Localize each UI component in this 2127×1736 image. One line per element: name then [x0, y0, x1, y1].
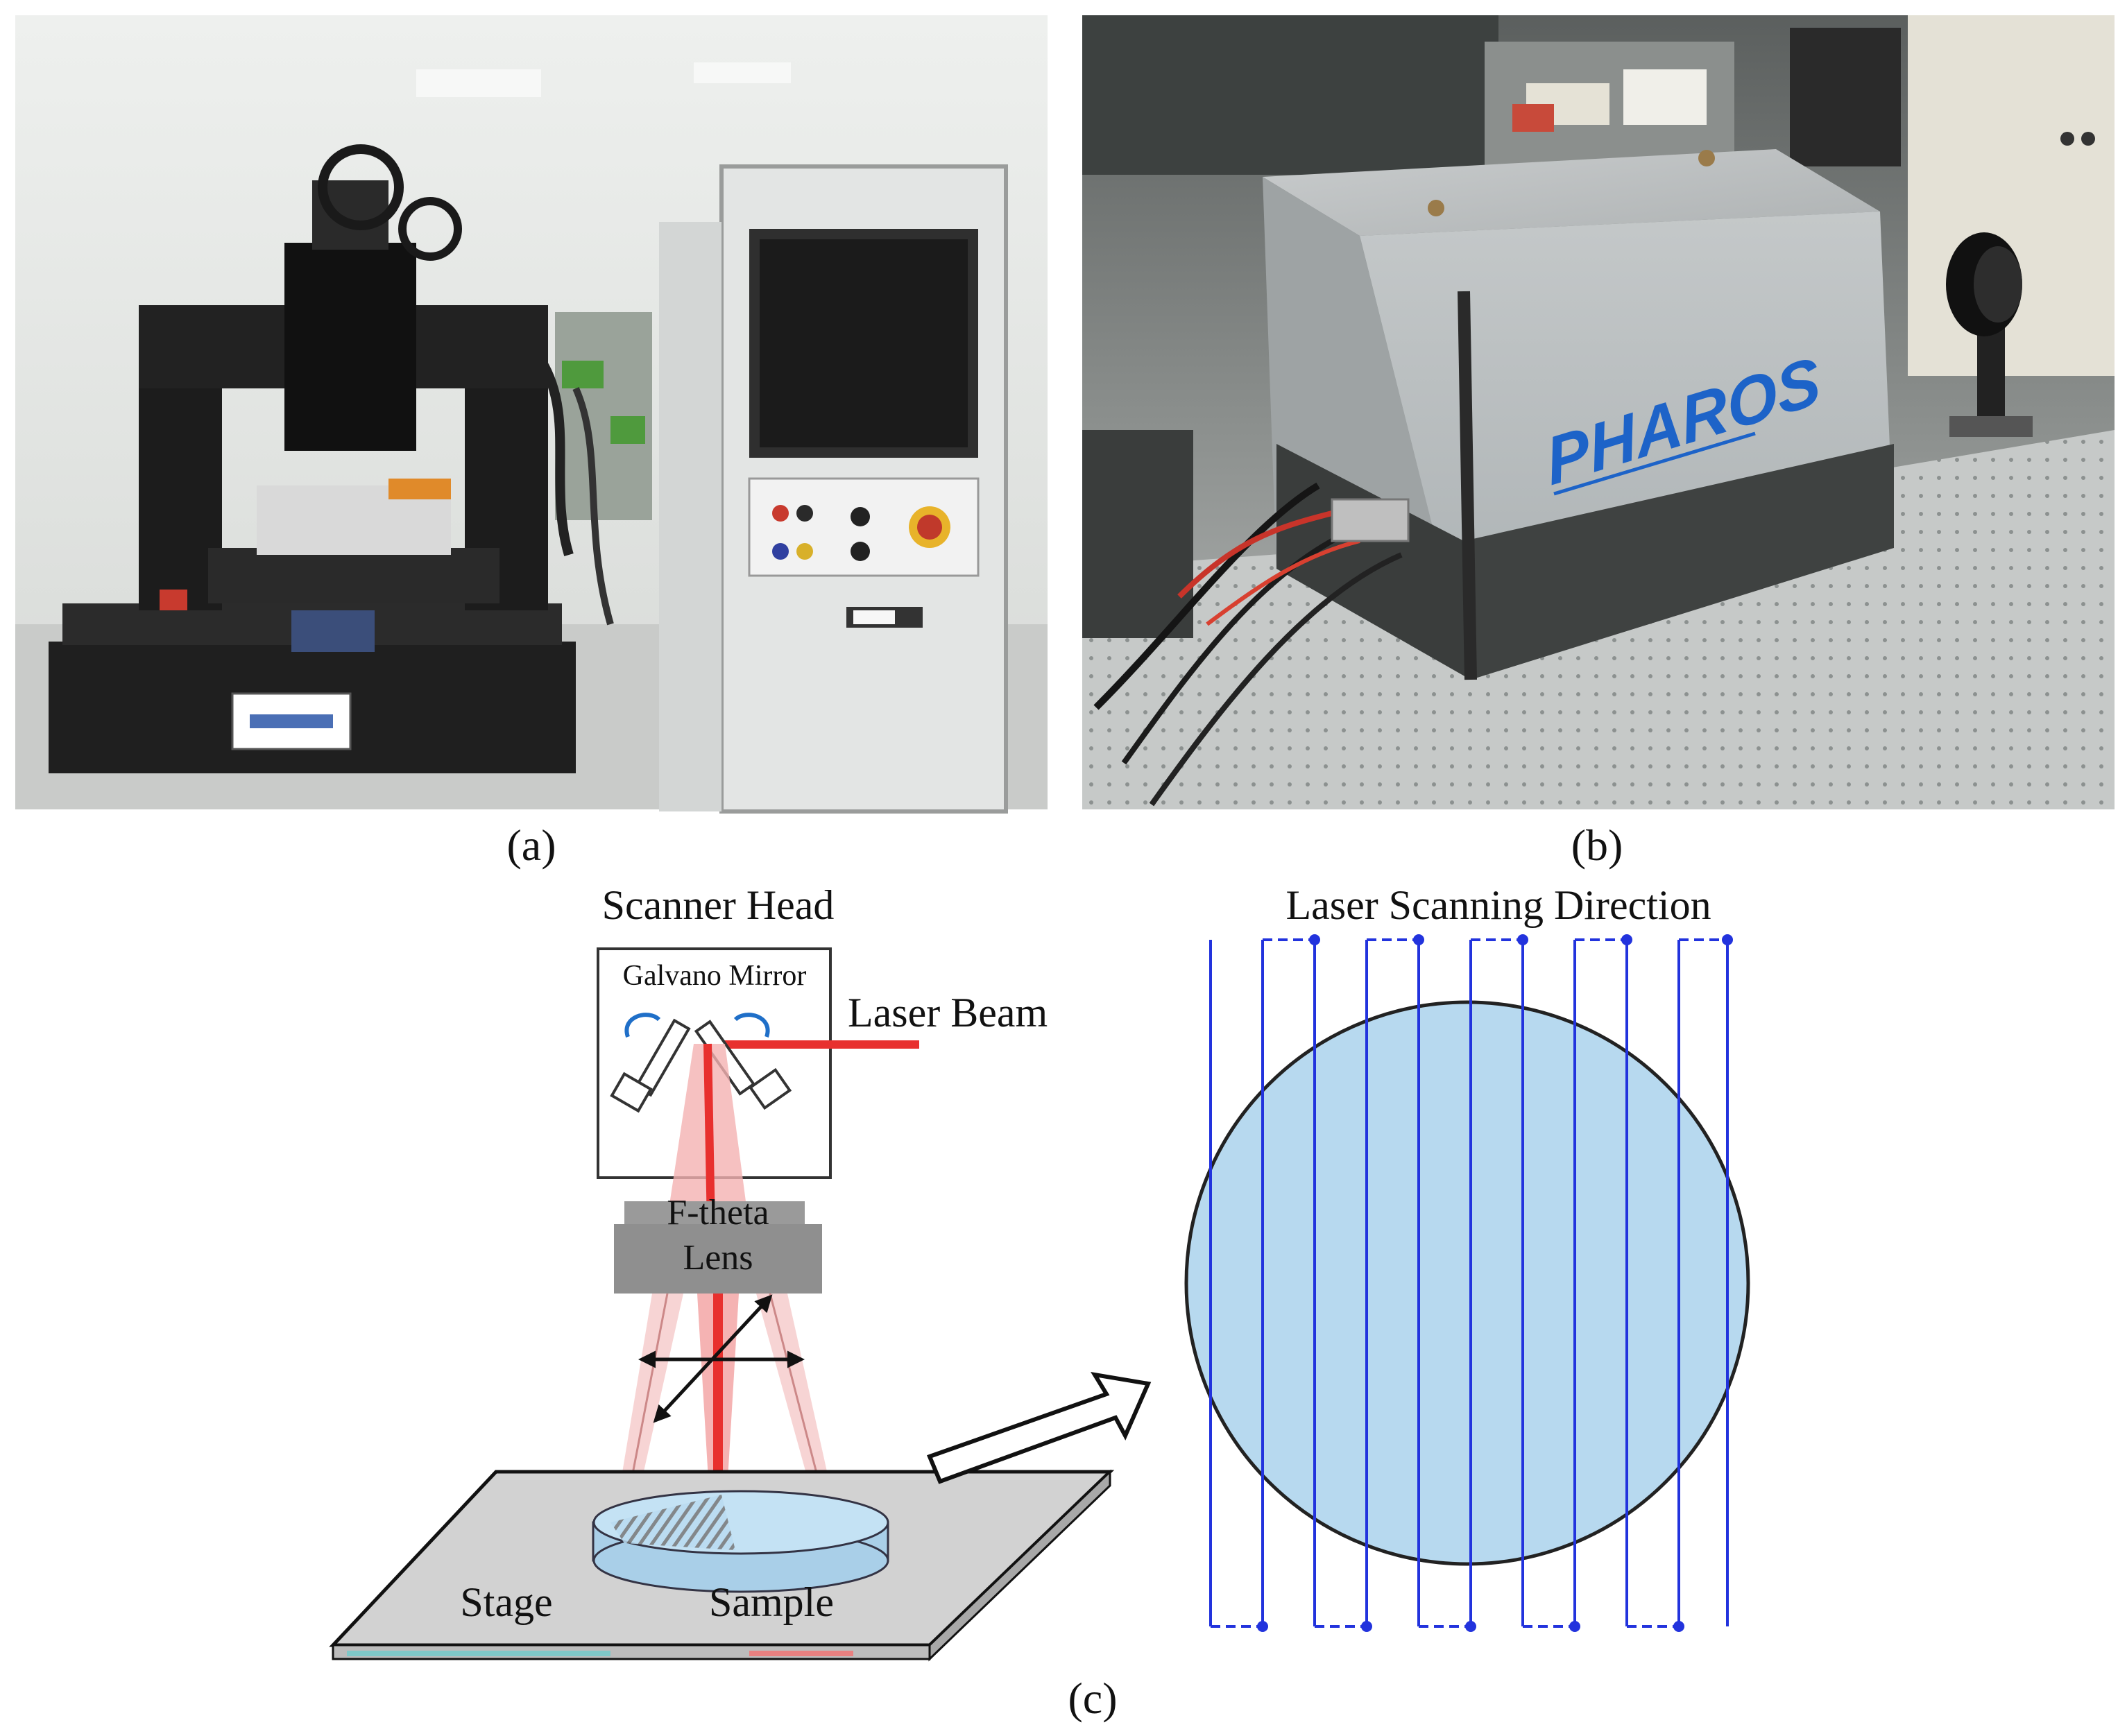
ftheta-lens-body — [614, 1224, 822, 1294]
laser-beam-line — [718, 1040, 919, 1049]
laser-beam-label: Laser Beam — [848, 990, 1048, 1035]
caption-b: (b) — [1571, 820, 1623, 870]
galvano-mirror-label: Galvano Mirror — [623, 960, 807, 992]
ftheta-label-line1: F-theta — [667, 1193, 769, 1232]
sample-label: Sample — [709, 1579, 834, 1625]
sample-disk — [592, 1490, 889, 1593]
panel-b-photo: PHAROS — [1082, 15, 2115, 809]
zoom-arrow-icon — [927, 1371, 1152, 1484]
panel-a-photo — [15, 15, 1048, 814]
ftheta-lens-cap — [624, 1201, 805, 1226]
caption-a: (a) — [506, 820, 556, 870]
ftheta-label-line2: Lens — [683, 1238, 753, 1278]
scan-range-diagonal-arrow — [653, 1294, 773, 1423]
raster-scan-pattern — [1209, 934, 1733, 1632]
scanner-head-label: Scanner Head — [602, 882, 835, 928]
rotate-left-icon — [624, 1013, 661, 1038]
wafer-scan-circle — [1184, 1000, 1750, 1566]
scanner-head-photo — [284, 243, 416, 451]
scanning-direction-label: Laser Scanning Direction — [1285, 882, 1711, 928]
stage-label: Stage — [460, 1579, 552, 1625]
rotate-right-icon — [733, 1013, 770, 1038]
laser-box-top — [1263, 149, 1880, 236]
caption-c: (c) — [1068, 1674, 1117, 1723]
galvano-mirror-left — [610, 1018, 691, 1113]
